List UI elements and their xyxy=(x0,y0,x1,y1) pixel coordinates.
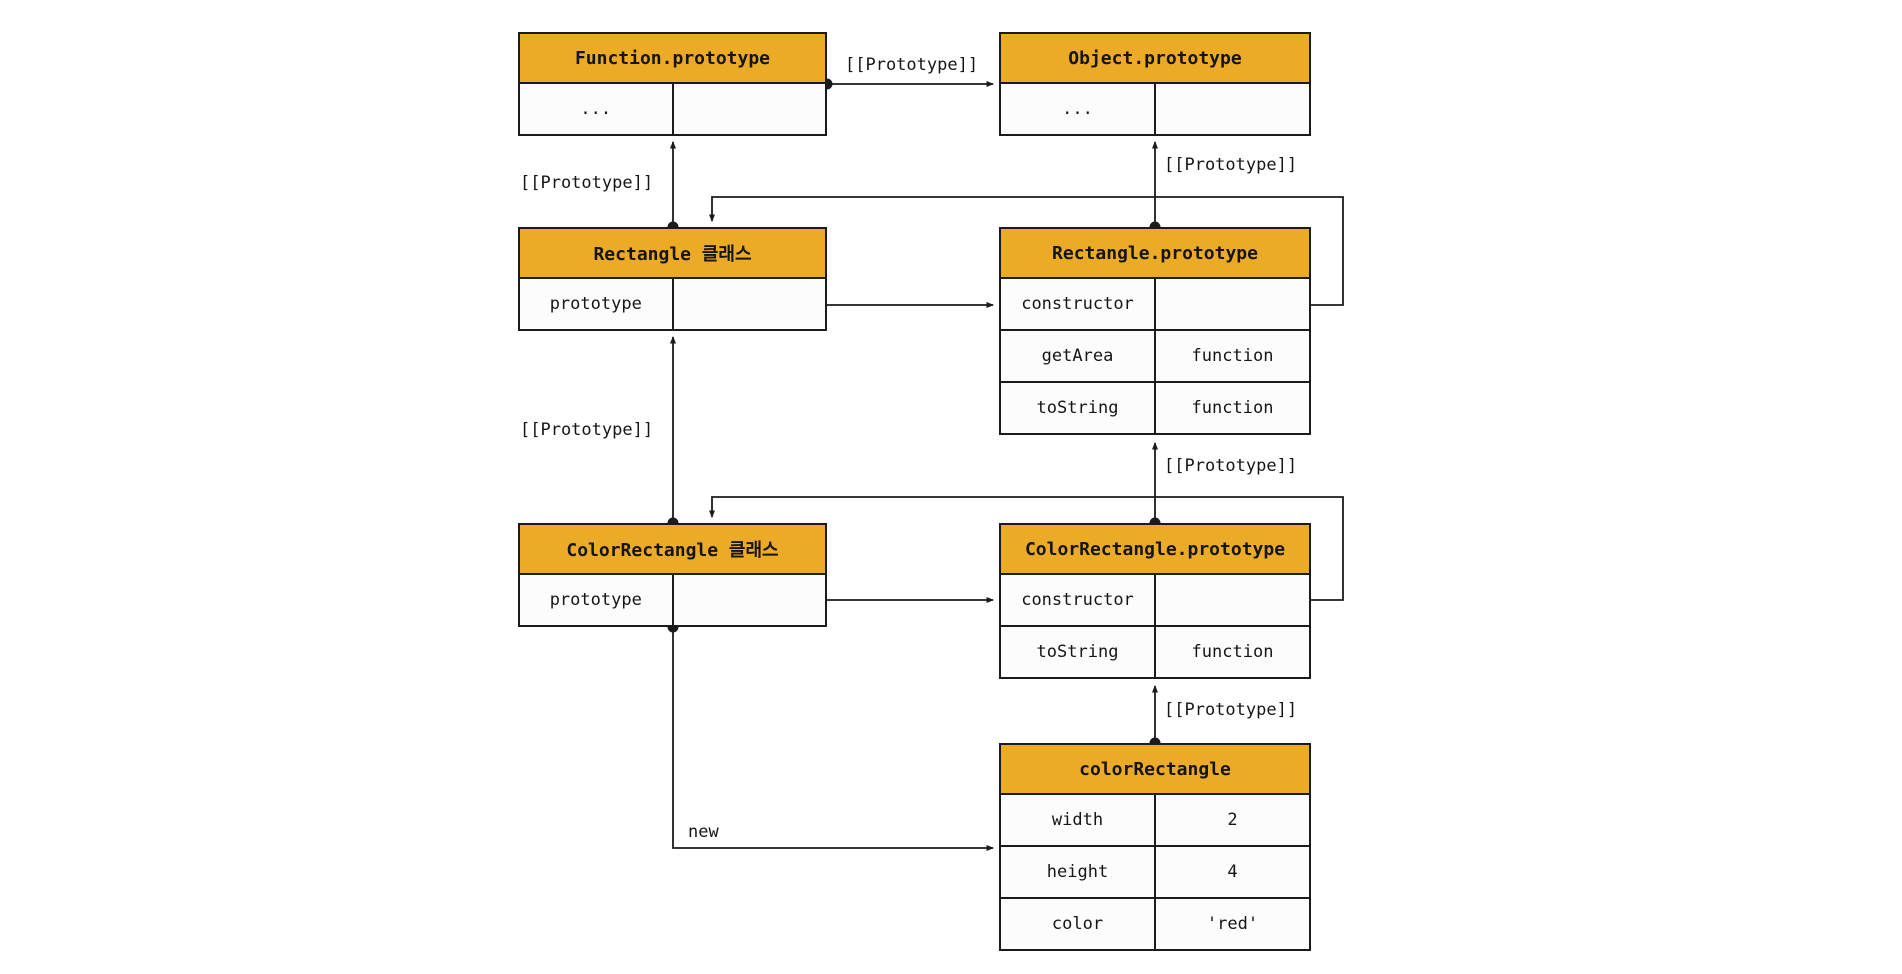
object-prototype-box: Object.prototype ... xyxy=(999,32,1311,136)
prototype-edge-label: [[Prototype]] xyxy=(1164,700,1298,720)
property-name-cell: height xyxy=(1001,847,1156,897)
table-row: height 4 xyxy=(1001,845,1309,897)
table-row: constructor xyxy=(1001,575,1309,625)
property-name-cell: toString xyxy=(1001,627,1156,677)
prototype-edge-label: [[Prototype]] xyxy=(1164,155,1298,175)
property-value-cell xyxy=(674,84,826,134)
box-title: colorRectangle xyxy=(1001,745,1309,795)
prototype-edge-label: [[Prototype]] xyxy=(520,173,654,193)
box-title: ColorRectangle 클래스 xyxy=(520,525,825,575)
property-name-cell: constructor xyxy=(1001,575,1156,625)
new-edge-label: new xyxy=(688,822,719,842)
colorrectangle-instance-box: colorRectangle width 2 height 4 color 'r… xyxy=(999,743,1311,951)
property-name-cell: color xyxy=(1001,899,1156,949)
table-row: constructor xyxy=(1001,279,1309,329)
property-name-cell: getArea xyxy=(1001,331,1156,381)
property-value-cell: function xyxy=(1191,346,1274,366)
property-value-cell: 2 xyxy=(1227,810,1238,830)
property-name-cell: prototype xyxy=(520,279,674,329)
box-title: ColorRectangle.prototype xyxy=(1001,525,1309,575)
property-value-cell xyxy=(1156,84,1309,134)
property-value-cell: function xyxy=(1191,642,1274,662)
property-name-cell: prototype xyxy=(520,575,674,625)
table-row: color 'red' xyxy=(1001,897,1309,949)
box-title: Function.prototype xyxy=(520,34,825,84)
property-name-cell: width xyxy=(1001,795,1156,845)
property-value-cell: function xyxy=(1191,398,1274,418)
prototype-edge-label: [[Prototype]] xyxy=(845,55,979,75)
rectangle-prototype-box: Rectangle.prototype constructor getArea … xyxy=(999,227,1311,435)
property-value-cell xyxy=(1156,575,1309,625)
box-title: Rectangle.prototype xyxy=(1001,229,1309,279)
table-row: width 2 xyxy=(1001,795,1309,845)
property-name-cell: constructor xyxy=(1001,279,1156,329)
property-value-cell: 4 xyxy=(1227,862,1238,882)
table-row: prototype xyxy=(520,279,825,329)
table-row: ... xyxy=(1001,84,1309,134)
property-name-cell: ... xyxy=(520,84,674,134)
function-prototype-box: Function.prototype ... xyxy=(518,32,827,136)
edge-new-colorrectangle-to-instance xyxy=(672,627,994,851)
property-value-cell: 'red' xyxy=(1206,914,1259,934)
table-row: toString function xyxy=(1001,381,1309,433)
table-row: toString function xyxy=(1001,625,1309,677)
prototype-edge-label: [[Prototype]] xyxy=(1164,456,1298,476)
property-name-cell: toString xyxy=(1001,383,1156,433)
box-title: Object.prototype xyxy=(1001,34,1309,84)
box-title: Rectangle 클래스 xyxy=(520,229,825,279)
table-row: getArea function xyxy=(1001,329,1309,381)
property-value-cell xyxy=(674,279,826,329)
colorrectangle-prototype-box: ColorRectangle.prototype constructor toS… xyxy=(999,523,1311,679)
property-name-cell: ... xyxy=(1001,84,1156,134)
table-row: prototype xyxy=(520,575,825,625)
property-value-cell xyxy=(674,575,826,625)
property-value-cell xyxy=(1156,279,1309,329)
rectangle-class-box: Rectangle 클래스 prototype xyxy=(518,227,827,331)
table-row: ... xyxy=(520,84,825,134)
prototype-edge-label: [[Prototype]] xyxy=(520,420,654,440)
colorrectangle-class-box: ColorRectangle 클래스 prototype xyxy=(518,523,827,627)
